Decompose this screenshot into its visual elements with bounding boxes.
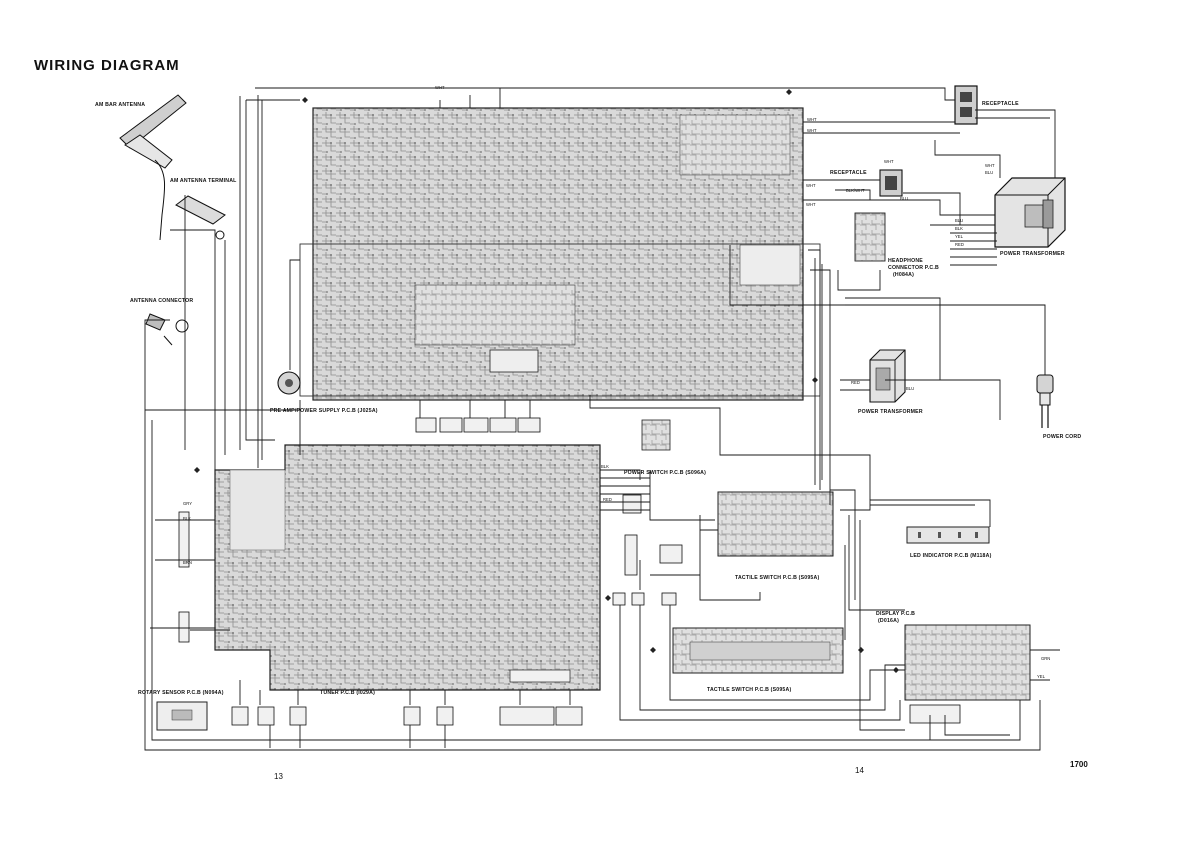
wire-color-label: BLU bbox=[955, 218, 964, 223]
page-title: WIRING DIAGRAM bbox=[34, 57, 180, 74]
tactile-switch-pcb-2-label: TACTILE SWITCH P.C.B (S095A) bbox=[707, 687, 792, 693]
volume-potentiometer bbox=[277, 371, 301, 395]
wiring-harness bbox=[144, 87, 1060, 751]
receptacle-top bbox=[954, 85, 978, 125]
tuner-pcb-label: TUNER P.C.B (I029A) bbox=[320, 690, 376, 696]
wire-color-label: RED bbox=[603, 497, 612, 502]
power-transformer-right-label: POWER TRANSFORMER bbox=[1000, 251, 1065, 257]
wire-color-label: WHT bbox=[884, 159, 894, 164]
preamp-power-supply-pcb bbox=[299, 107, 821, 401]
led-indicator-pcb bbox=[906, 526, 990, 544]
wire-color-label: BRN bbox=[183, 560, 192, 565]
wire-color-label: WHT bbox=[807, 117, 817, 122]
antenna-connector-label: ANTENNA CONNECTOR bbox=[130, 298, 194, 304]
receptacle-mid-label: RECEPTACLE bbox=[830, 170, 867, 176]
wire-color-label: WHT bbox=[806, 183, 816, 188]
wire-color-label: WHT bbox=[435, 85, 445, 90]
wire-color-label: BLU bbox=[985, 170, 994, 175]
wire-color-label: WHT bbox=[806, 202, 816, 207]
am-antenna-terminal bbox=[175, 195, 226, 240]
wire-color-label: BLK/WHT bbox=[846, 188, 865, 193]
power-cord bbox=[845, 304, 1054, 428]
wire-color-label: GRN bbox=[1041, 656, 1051, 661]
wire-color-label: YEL bbox=[955, 234, 963, 239]
power-transformer-mid-label: POWER TRANSFORMER bbox=[858, 409, 923, 415]
display-pcb bbox=[904, 624, 1031, 701]
wire-color-label: RED bbox=[955, 242, 964, 247]
power-transformer-mid bbox=[869, 349, 906, 403]
wire-color-label: BLK bbox=[601, 464, 609, 469]
registration-marks bbox=[194, 89, 899, 673]
wire-color-label: GRY bbox=[183, 501, 192, 506]
wire-color-label: BLU bbox=[906, 386, 915, 391]
tuner-pcb bbox=[214, 444, 601, 691]
display-pcb-label-2: (D016A) bbox=[878, 618, 900, 624]
power-cord-label: POWER CORD bbox=[1043, 434, 1082, 440]
am-bar-antenna-label: AM BAR ANTENNA bbox=[95, 102, 146, 108]
wire-color-label: WHT bbox=[807, 128, 817, 133]
antenna-connector bbox=[145, 313, 189, 346]
wire-color-label: RED bbox=[851, 380, 860, 385]
power-switch-pcb-label: POWER SWITCH P.C.B (S096A) bbox=[624, 470, 707, 476]
am-bar-antenna bbox=[119, 94, 187, 241]
led-indicator-pcb-label: LED INDICATOR P.C.B (M118A) bbox=[910, 553, 992, 559]
am-antenna-terminal-label: AM ANTENNA TERMINAL bbox=[170, 178, 237, 184]
tactile-switch-pcb-1-label: TACTILE SWITCH P.C.B (S095A) bbox=[735, 575, 820, 581]
tactile-switch-pcb-1 bbox=[717, 491, 834, 557]
headphone-pcb-label-2: CONNECTOR P.C.B bbox=[888, 265, 939, 271]
power-transformer-right bbox=[994, 177, 1066, 248]
page-number-left: 13 bbox=[274, 772, 283, 781]
headphone-pcb-label-3: (H084A) bbox=[893, 272, 915, 278]
wire-color-label: YEL bbox=[1037, 674, 1045, 679]
preamp-pcb-label: PRE AMP/POWER SUPPLY P.C.B (J025A) bbox=[270, 408, 378, 414]
display-pcb-label-1: DISPLAY P.C.B bbox=[876, 611, 916, 617]
receptacle-mid bbox=[879, 169, 903, 197]
power-switch-pcb bbox=[641, 419, 671, 451]
wire-color-label: BLK bbox=[183, 516, 191, 521]
wire-color-label: BLU bbox=[900, 196, 909, 201]
page-number-right: 14 bbox=[855, 766, 864, 775]
wire-color-label: WHT bbox=[985, 163, 995, 168]
headphone-connector-pcb bbox=[854, 212, 886, 262]
model-number: 1700 bbox=[1070, 760, 1088, 769]
receptacle-top-label: RECEPTACLE bbox=[982, 101, 1019, 107]
headphone-pcb-label-1: HEADPHONE bbox=[888, 258, 923, 264]
connector-blocks-left bbox=[178, 417, 961, 726]
rotary-sensor-pcb-label: ROTARY SENSOR P.C.B (N094A) bbox=[138, 690, 224, 696]
wire-color-label: BLK bbox=[955, 226, 963, 231]
